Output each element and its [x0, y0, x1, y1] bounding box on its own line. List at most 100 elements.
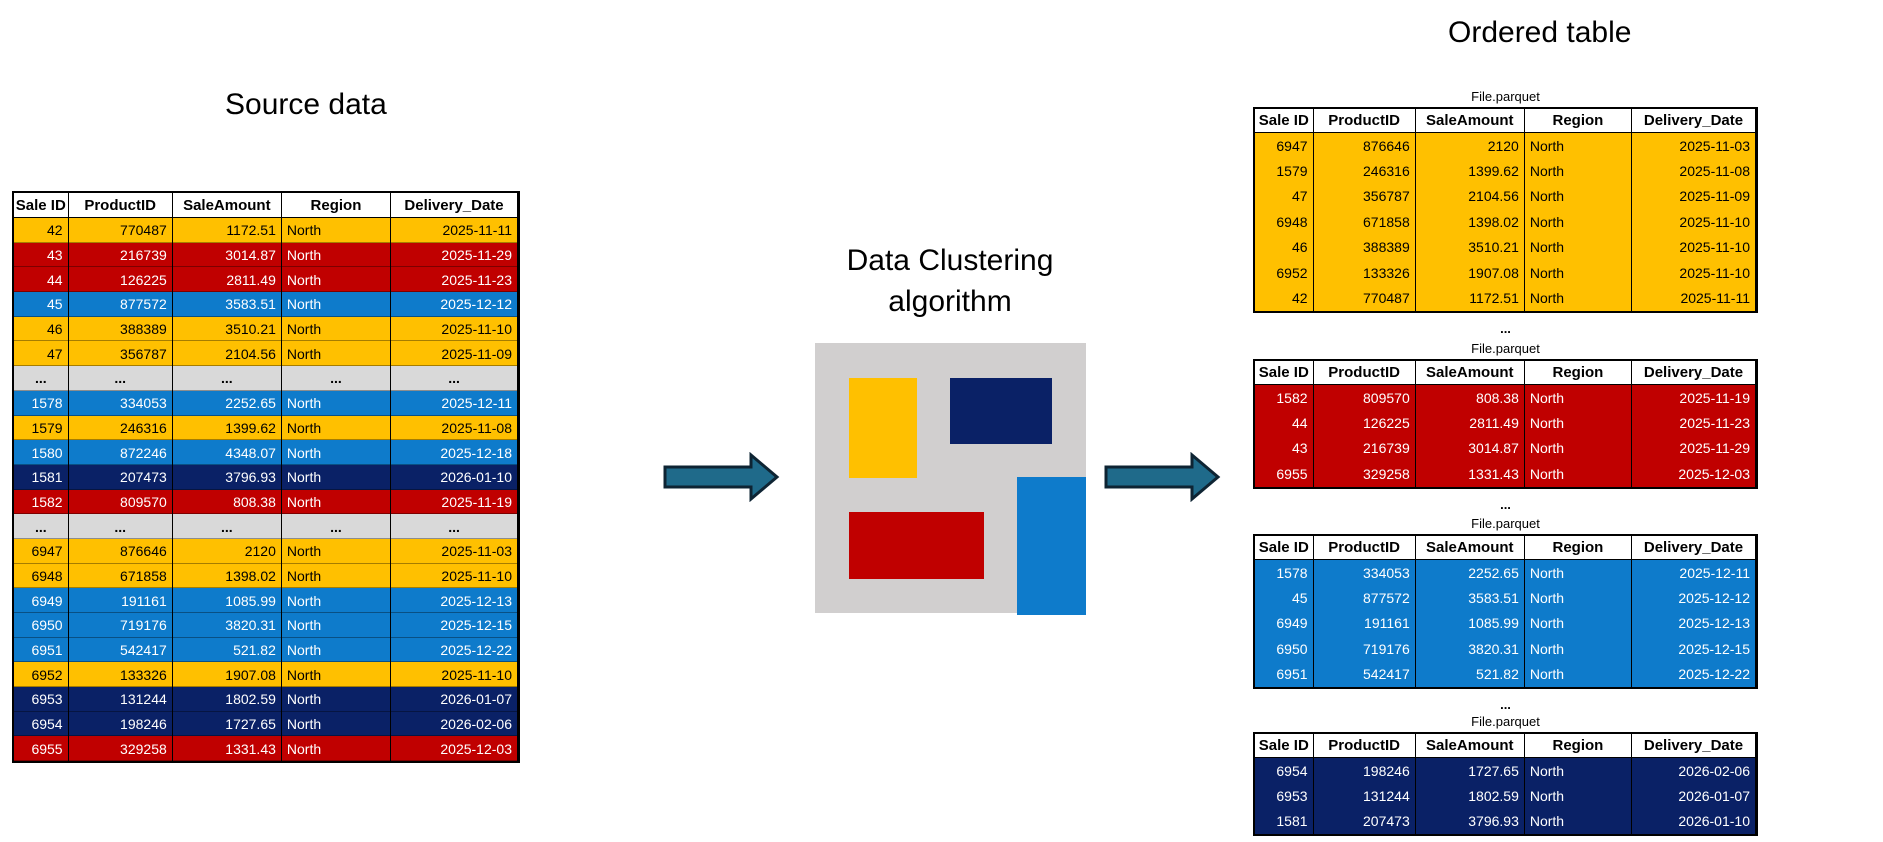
table-cell: 2025-12-12 — [391, 292, 518, 317]
table-cell: 2025-11-10 — [391, 563, 518, 589]
table-cell: North — [282, 218, 392, 243]
table-cell: North — [1525, 610, 1632, 637]
table-cell: North — [1525, 435, 1632, 462]
table-cell: 46 — [1255, 234, 1314, 260]
algorithm-title: Data Clustering algorithm — [790, 240, 1110, 322]
table-cell: 3583.51 — [1416, 585, 1525, 611]
ellipsis-separator: ... — [1500, 320, 1511, 336]
table-cell: 6951 — [1255, 661, 1314, 687]
table-cell: North — [282, 736, 392, 762]
table-cell: ... — [69, 366, 173, 391]
column-header: ProductID — [1314, 734, 1416, 757]
table-cell: 808.38 — [1416, 385, 1525, 411]
table-cell: 3820.31 — [1416, 636, 1525, 662]
table-cell: 876646 — [1314, 133, 1416, 159]
table-cell: North — [1525, 183, 1632, 210]
table-cell: 2026-02-06 — [1632, 758, 1756, 784]
table-cell: 2104.56 — [173, 341, 282, 367]
table-cell: 876646 — [69, 538, 173, 564]
table-cell: 1579 — [14, 415, 69, 441]
table-cell: 2025-11-09 — [1632, 183, 1756, 210]
table-cell: 2811.49 — [1416, 410, 1525, 436]
table-cell: ... — [14, 514, 69, 539]
table-cell: North — [282, 267, 392, 293]
table-cell: 2104.56 — [1416, 183, 1525, 210]
table-cell: 2811.49 — [173, 267, 282, 293]
table-cell: 6953 — [1255, 783, 1314, 809]
table-cell: 521.82 — [173, 637, 282, 663]
table-cell: North — [282, 292, 392, 317]
table-cell: ... — [69, 514, 173, 539]
table-cell: 207473 — [69, 464, 173, 490]
table-cell: 45 — [14, 292, 69, 317]
table-cell: 329258 — [1314, 461, 1416, 487]
table-cell: 46 — [14, 316, 69, 342]
table-cell: 877572 — [69, 292, 173, 317]
table-cell: 671858 — [1314, 209, 1416, 235]
algorithm-title-line2: algorithm — [888, 285, 1012, 318]
table-cell: North — [1525, 661, 1632, 687]
table-cell: 2025-11-03 — [1632, 133, 1756, 159]
table-cell: 216739 — [69, 242, 173, 268]
table-cell: 1579 — [1255, 158, 1314, 184]
table-cell: 45 — [1255, 585, 1314, 611]
table-cell: 3796.93 — [1416, 808, 1525, 835]
table-cell: 2026-01-10 — [1632, 808, 1756, 835]
table-cell: 2025-11-23 — [391, 267, 518, 293]
table-cell: 2120 — [1416, 133, 1525, 159]
table-cell: 3796.93 — [173, 464, 282, 490]
table-cell: North — [1525, 758, 1632, 784]
algorithm-title-line1: Data Clustering — [846, 244, 1054, 277]
table-cell: North — [1525, 461, 1632, 487]
column-header: Sale ID — [1255, 536, 1314, 559]
table-cell: 131244 — [1314, 783, 1416, 809]
table-cell: 2025-11-19 — [391, 489, 518, 515]
table-cell: 133326 — [69, 662, 173, 688]
table-cell: 2025-11-19 — [1632, 385, 1756, 411]
table-cell: ... — [14, 366, 69, 391]
table-cell: 1399.62 — [1416, 158, 1525, 184]
table-cell: 1907.08 — [173, 662, 282, 688]
table-cell: 356787 — [1314, 183, 1416, 210]
table-cell: 2026-01-07 — [1632, 783, 1756, 809]
table-cell: 2025-11-11 — [1632, 285, 1756, 311]
table-cell: 2025-11-08 — [1632, 158, 1756, 184]
column-header: ProductID — [69, 193, 173, 217]
table-cell: 2025-12-18 — [391, 440, 518, 465]
table-cell: 1398.02 — [173, 563, 282, 589]
table-cell: 2025-12-13 — [1632, 610, 1756, 637]
table-cell: 6953 — [14, 687, 69, 712]
table-cell: 246316 — [1314, 158, 1416, 184]
table-cell: North — [1525, 636, 1632, 662]
table-cell: North — [1525, 783, 1632, 809]
table-cell: 126225 — [69, 267, 173, 293]
table-cell: 1582 — [14, 489, 69, 515]
table-cell: 1172.51 — [173, 218, 282, 243]
table-cell: 6948 — [14, 563, 69, 589]
table-cell: North — [1525, 385, 1632, 411]
column-header: Delivery_Date — [1632, 536, 1756, 559]
table-cell: 2025-11-08 — [391, 415, 518, 441]
table-cell: North — [1525, 285, 1632, 311]
table-cell: 44 — [14, 267, 69, 293]
table-cell: North — [282, 390, 392, 416]
table-cell: 6951 — [14, 637, 69, 663]
